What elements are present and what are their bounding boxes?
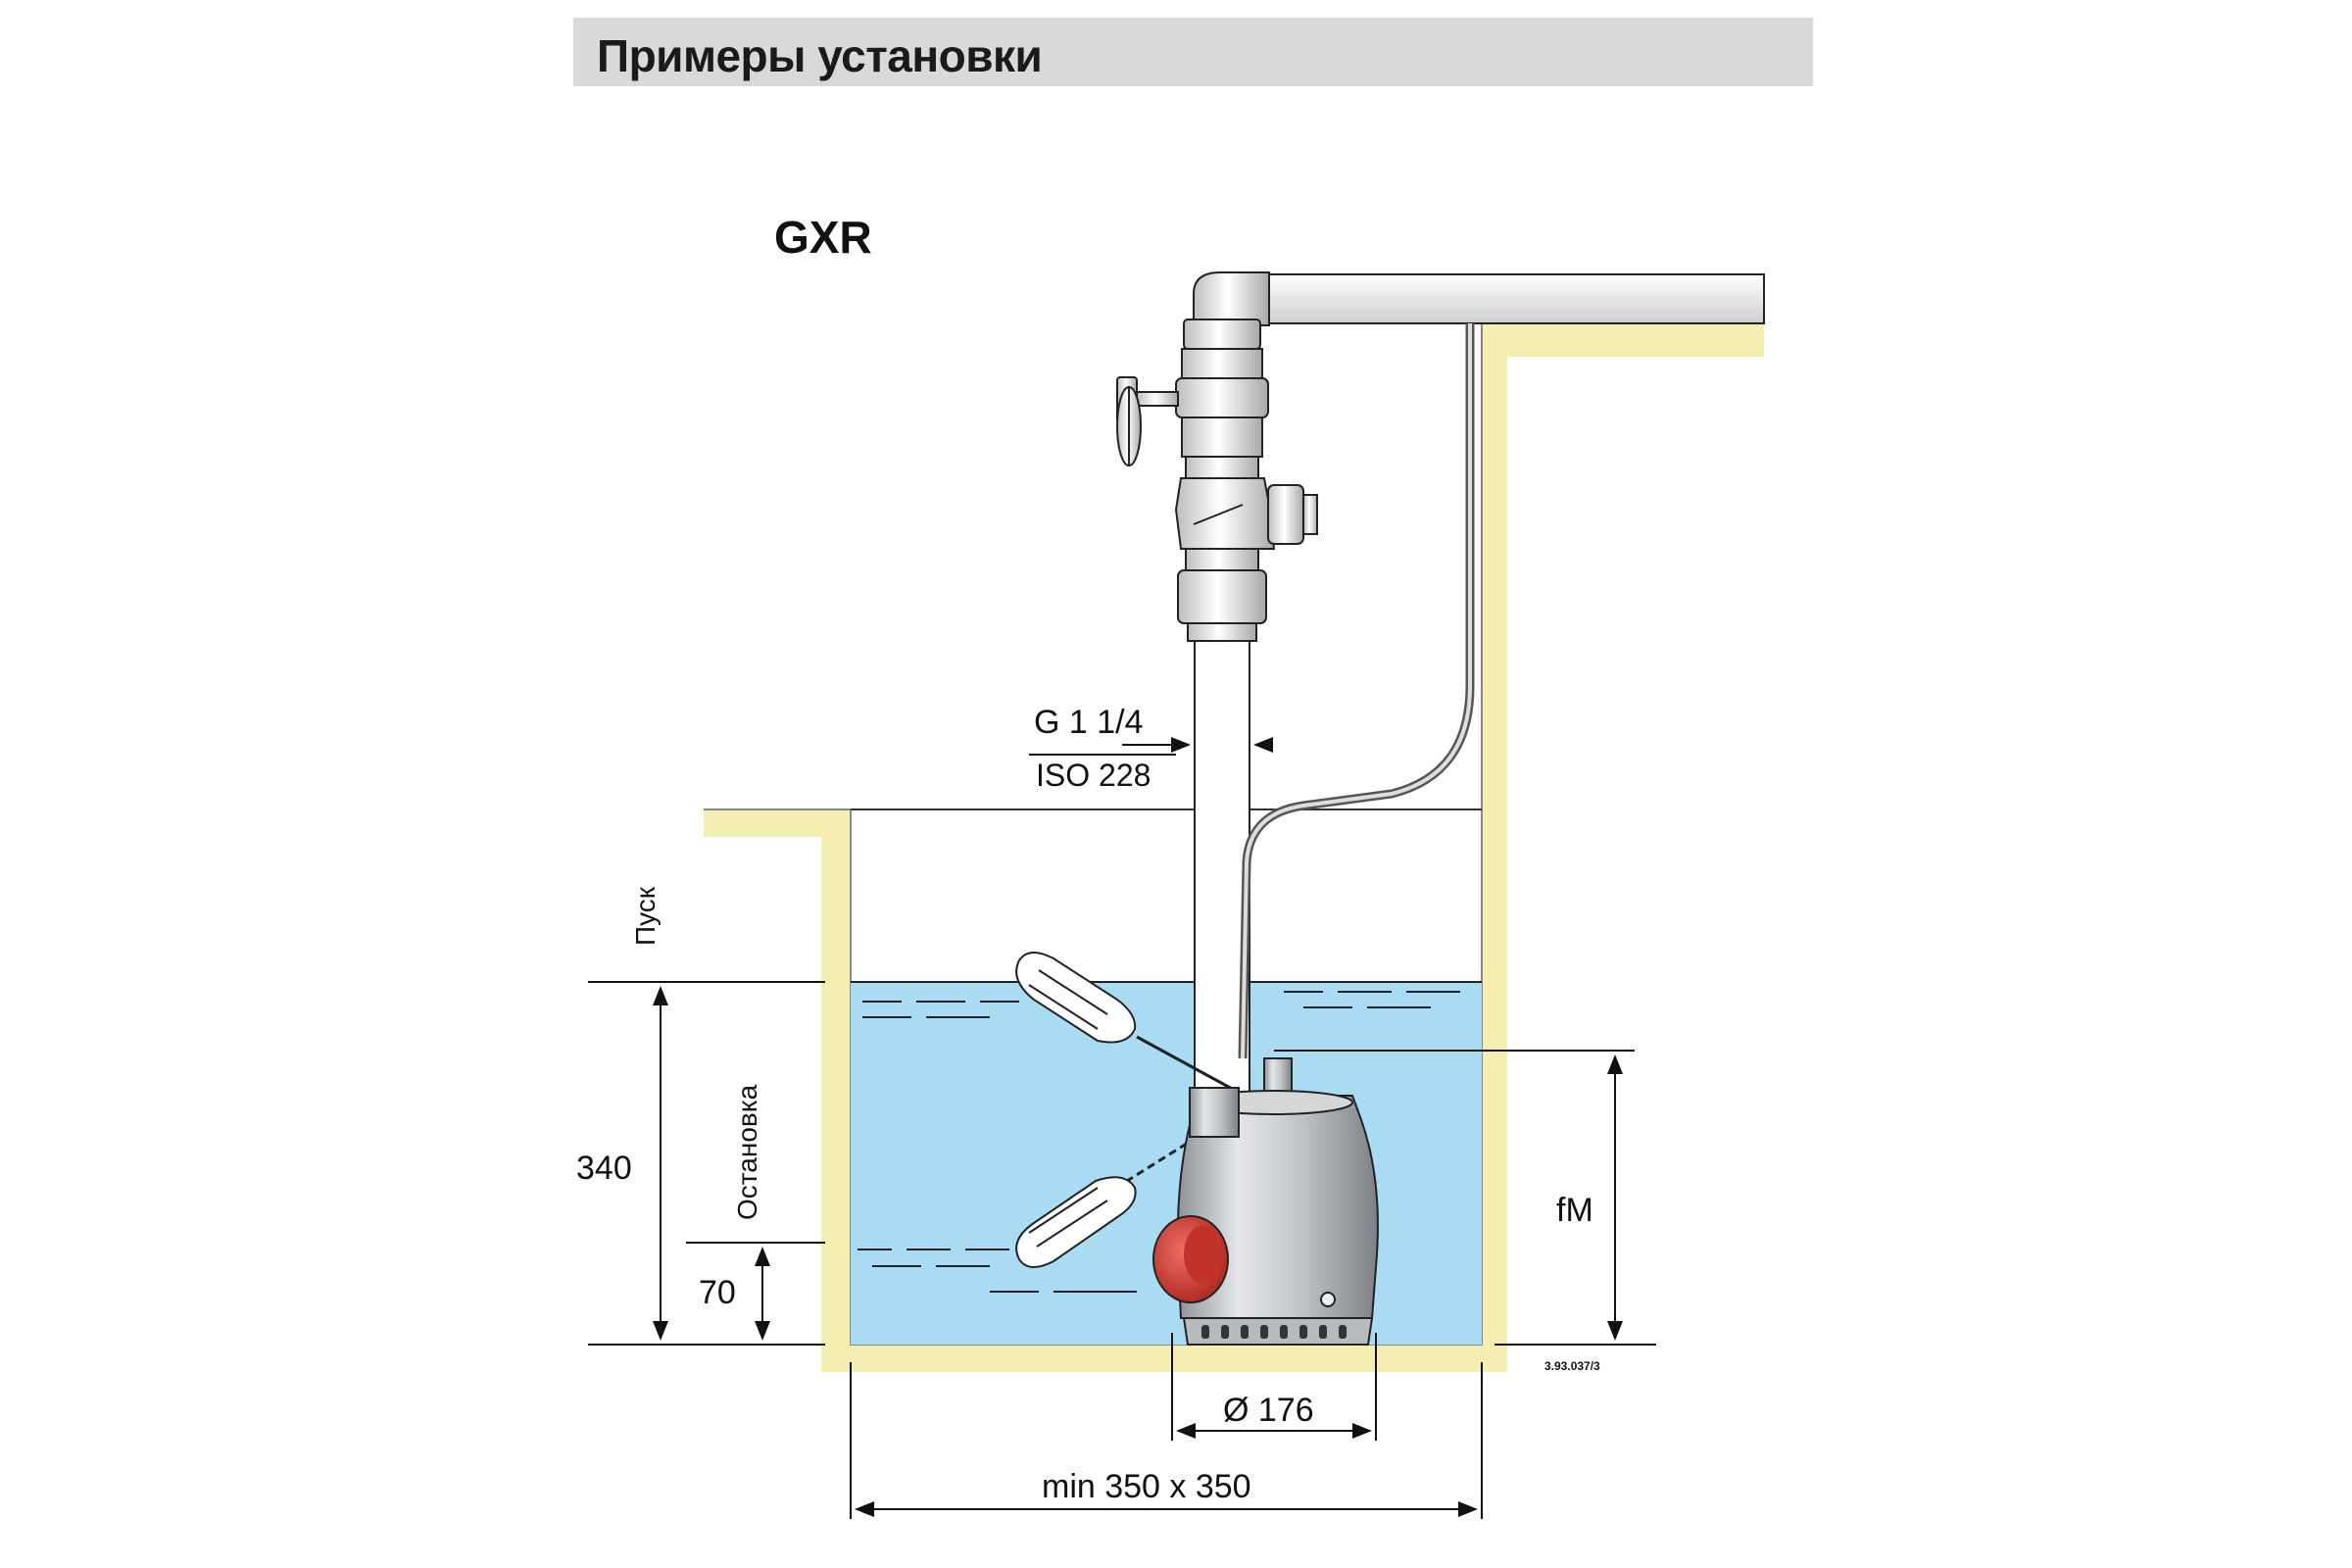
dimension-lines <box>588 737 1656 1519</box>
dim-pit-size: min 350 x 350 <box>1042 1468 1251 1505</box>
float-switch-lower <box>1015 1135 1199 1268</box>
section-title: Примеры установки <box>597 30 1043 81</box>
drawing-code: 3.93.037/3 <box>1544 1359 1600 1373</box>
dim-start-level: 340 <box>576 1150 632 1187</box>
discharge-pipe <box>1116 271 1765 1102</box>
dim-stop-level: 70 <box>699 1274 736 1311</box>
start-level-label: Пуск <box>630 886 661 946</box>
dim-pump-diameter: Ø 176 <box>1223 1392 1314 1429</box>
pipe-thread-label: G 1 1/4 <box>1034 704 1144 741</box>
water-ripples <box>858 991 1460 1293</box>
power-cable <box>1238 323 1475 1059</box>
dim-pump-height: fM <box>1556 1192 1593 1229</box>
submersible-pump <box>1152 1057 1379 1346</box>
stop-level-label: Остановка <box>732 1084 762 1220</box>
model-label: GXR <box>774 212 872 263</box>
section-header: Примеры установки <box>573 18 1813 86</box>
pipe-standard-label: ISO 228 <box>1036 758 1151 793</box>
float-switch-upper <box>1015 952 1246 1098</box>
